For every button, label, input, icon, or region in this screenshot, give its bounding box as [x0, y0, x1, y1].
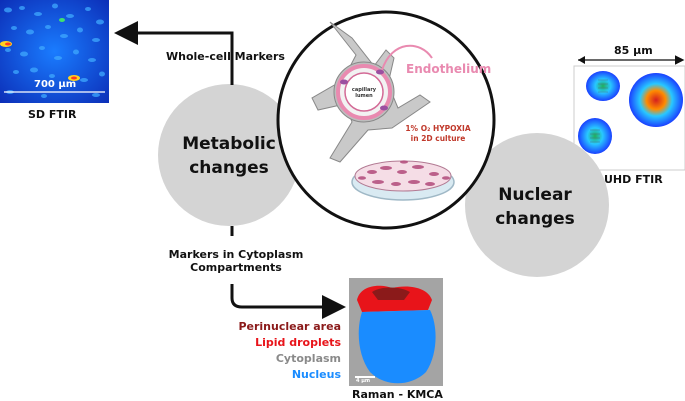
whole-cell-markers-label: Whole-cell Markers — [166, 50, 285, 63]
uhd-ftir-label: UHD FTIR — [604, 173, 663, 186]
hypoxia-line-1: 1% O₂ HYPOXIA — [405, 124, 471, 133]
endothelium-label: Endothelium — [406, 62, 492, 76]
nuclear-line-1: Nuclear — [498, 185, 572, 205]
raman-scale-label: 4 µm — [356, 378, 371, 384]
capillary-line-2: lumen — [355, 93, 373, 99]
metabolic-line-1: Metabolic — [182, 134, 276, 154]
legend-nucleus: Nucleus — [291, 368, 341, 381]
raman-label: Raman - KMCA — [352, 388, 443, 401]
nuclear-line-2: changes — [495, 209, 575, 229]
capillary-line-1: capillary — [351, 87, 377, 93]
sd-ftir-image — [0, 0, 109, 103]
petri-dish — [351, 160, 455, 201]
nuclear-changes-title: Nuclear changes — [480, 183, 590, 231]
hypoxia-line-2: in 2D culture — [410, 134, 466, 143]
cyto-arrow — [230, 284, 346, 319]
uhd-scale-label: 85 µm — [614, 44, 653, 57]
sd-ftir-label: SD FTIR — [28, 108, 77, 121]
metabolic-changes-title: Metabolic changes — [169, 132, 289, 180]
legend-cytoplasm: Cytoplasm — [275, 352, 341, 365]
cyto-line-1: Markers in Cytoplasm — [168, 248, 304, 261]
whole-cell-arrow — [114, 21, 234, 85]
legend-lipid-droplets: Lipid droplets — [255, 336, 341, 349]
sd-scale-label: 700 µm — [34, 79, 77, 90]
capillary-lumen-label: capillary lumen — [349, 87, 379, 99]
capillary-illustration — [311, 21, 433, 163]
uhd-ftir-image — [573, 55, 685, 171]
nuclear-circle — [465, 133, 609, 277]
metabolic-circle — [158, 84, 300, 226]
cytoplasm-markers-label: Markers in Cytoplasm Compartments — [168, 248, 304, 274]
metabolic-line-2: changes — [189, 158, 269, 178]
cyto-line-2: Compartments — [190, 261, 282, 274]
hypoxia-label: 1% O₂ HYPOXIA in 2D culture — [398, 124, 478, 144]
raman-image — [349, 278, 443, 386]
legend-perinuclear: Perinuclear area — [238, 320, 341, 333]
